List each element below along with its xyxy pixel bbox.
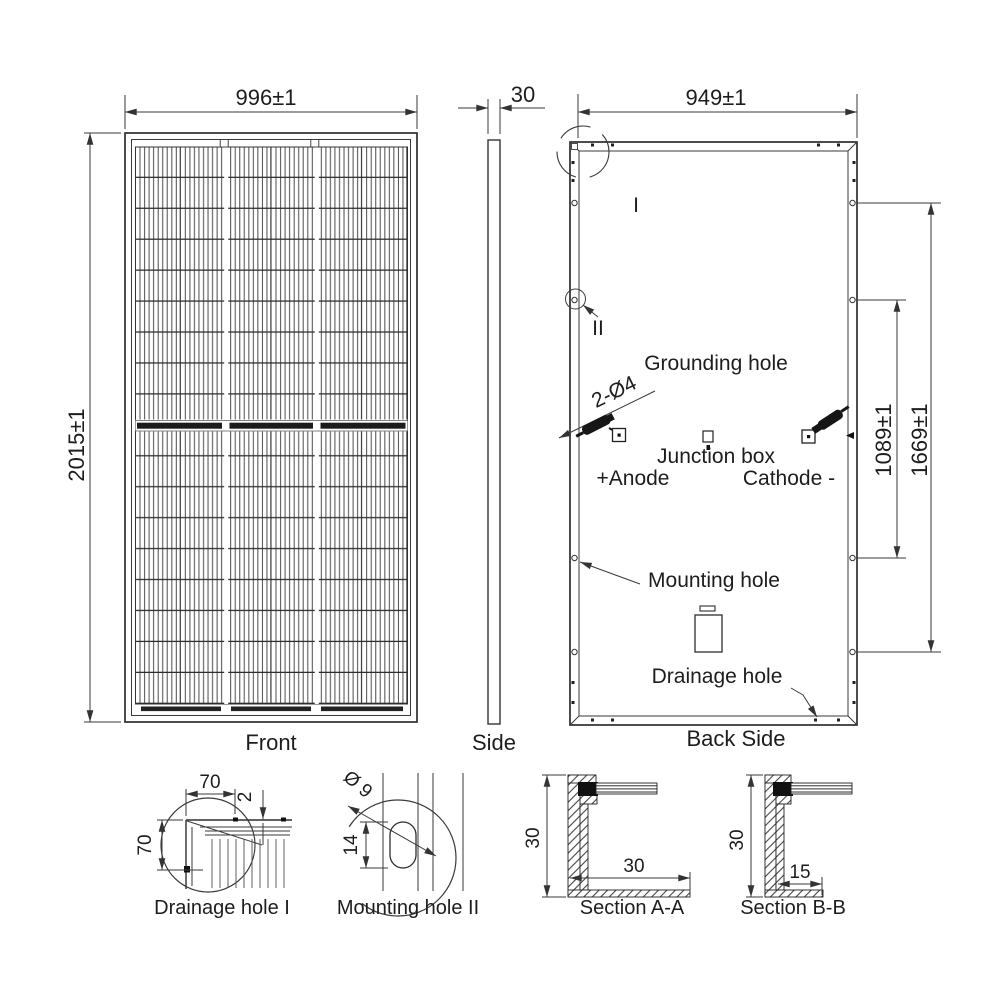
- drainage-hole-label: Drainage hole: [652, 665, 783, 688]
- detail-i-callout-circle: [556, 125, 610, 179]
- detail-i-marker: I: [633, 194, 639, 217]
- cathode-label: Cathode -: [743, 467, 835, 490]
- front-width-label: 996±1: [235, 85, 296, 110]
- junction-box-mark: [702, 430, 714, 443]
- section-aa: 30 30 Section A-A: [523, 774, 691, 919]
- drain-slot-mark: [184, 866, 190, 873]
- side-view-label: Side: [472, 730, 516, 755]
- corner-key: [571, 143, 578, 150]
- hole-span-dimensions: 1089±1 1669±1: [857, 202, 941, 653]
- mounting-dim-diameter: Ø 9: [339, 767, 376, 803]
- junction-box-tick: [706, 445, 710, 450]
- grounding-hole-right: [807, 435, 811, 439]
- side-thickness-label: 30: [511, 82, 535, 107]
- detail-ii-leader: [582, 304, 599, 318]
- hole-span-inner-label: 1089±1: [871, 403, 896, 476]
- glass-gasket: [578, 782, 598, 796]
- drainage-dim-height: 70: [135, 834, 156, 855]
- detail-arc: [339, 799, 457, 917]
- drainage-detail-label: Drainage hole I: [154, 897, 290, 919]
- frame-top-notch: [310, 139, 320, 148]
- anode-connector: [575, 413, 627, 443]
- grounding-dim-leader: [558, 390, 656, 439]
- mounting-dim-length: 14: [341, 834, 362, 856]
- front-view-label: Front: [245, 730, 296, 755]
- frame-top-notch: [219, 139, 229, 148]
- section-bb-profile: [764, 774, 824, 898]
- detail-drainage-hole-i: 70 2 70 Drainage hole I: [135, 772, 292, 919]
- front-height-label: 2015±1: [64, 408, 89, 481]
- detail-mounting-hole-ii: Ø 9 14 Mounting hole II: [337, 767, 479, 919]
- glass-stack: [790, 782, 853, 795]
- detail-ii-marker: II: [592, 317, 604, 340]
- section-bb: 30 15 Section B-B: [727, 774, 853, 919]
- glass-stack: [595, 782, 658, 795]
- grounding-hole-label: Grounding hole: [644, 352, 788, 375]
- cell-middle-divider: [135, 419, 408, 432]
- mounting-detail-label: Mounting hole II: [337, 897, 479, 919]
- side-profile: [487, 139, 501, 725]
- section-bb-dim-height: 30: [727, 829, 748, 850]
- detail-ii-callout-circle: [565, 288, 586, 310]
- junction-box-body: [694, 614, 723, 653]
- front-width-dimension: 996±1: [124, 85, 418, 129]
- mounting-hole-label: Mounting hole: [648, 569, 780, 592]
- side-view: 30 Side: [458, 82, 545, 755]
- front-view: 996±1 2015±1 Front: [64, 85, 418, 755]
- back-edge-drain-holes: [571, 143, 856, 722]
- back-width-label: 949±1: [685, 85, 746, 110]
- side-thickness-dimension: 30: [458, 82, 545, 134]
- drainage-dim-width: 70: [199, 772, 220, 793]
- section-aa-profile: [567, 774, 691, 898]
- front-bottom-slots: [141, 706, 403, 712]
- section-aa-dim-foot: 30: [623, 856, 644, 877]
- detail-circle: [160, 797, 256, 893]
- junction-box-label: Junction box: [657, 445, 775, 468]
- section-aa-dim-height: 30: [523, 827, 544, 848]
- hole-span-outer-label: 1669±1: [907, 403, 932, 476]
- cathode-connector: [801, 405, 850, 444]
- glass-gasket: [773, 782, 793, 796]
- back-view-label: Back Side: [686, 726, 785, 751]
- frame-datum-mark: [846, 432, 854, 439]
- section-aa-label: Section A-A: [580, 897, 685, 919]
- section-bb-dim-foot: 15: [789, 862, 810, 883]
- diameter-leader: [347, 805, 437, 857]
- junction-box-cap: [699, 605, 716, 612]
- drainage-dim-glass: 2: [235, 792, 256, 803]
- mounting-slot: [389, 821, 417, 869]
- grounding-hole-left: [617, 433, 621, 437]
- back-width-dimension: 949±1: [577, 85, 858, 138]
- back-view: 949±1 I II Gr: [556, 85, 941, 751]
- drainage-hole-leader: [790, 687, 818, 718]
- back-mounting-holes: [571, 199, 856, 656]
- anode-label: +Anode: [597, 467, 670, 490]
- front-height-dimension: 2015±1: [64, 132, 121, 723]
- section-bb-label: Section B-B: [740, 897, 846, 919]
- mounting-hole-leader: [579, 561, 641, 585]
